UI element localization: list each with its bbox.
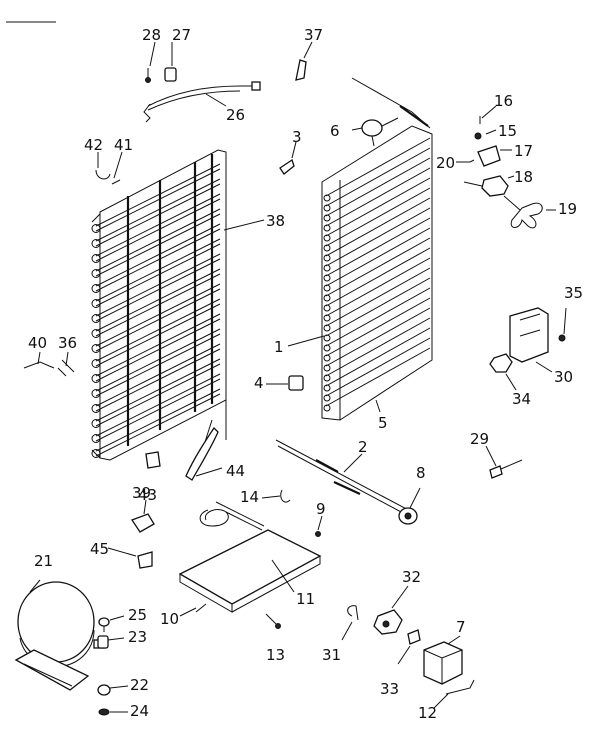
callout-label: 45 [90,540,109,558]
callout-label: 14 [240,488,259,506]
callout-label: 9 [316,500,326,518]
callout-label: 17 [514,142,533,160]
callout-label: 29 [470,430,489,448]
callout-label: 6 [330,122,340,140]
callout-label: 10 [160,610,179,628]
callout-label: 21 [34,552,53,570]
callout-label: 7 [456,618,466,636]
callout-label: 8 [416,464,426,482]
callout-label: 11 [296,590,315,608]
callout-label: 3 [292,128,302,146]
callout-label: 44 [226,462,245,480]
callout-label: 25 [128,606,147,624]
callout-label: 4 [254,374,264,392]
callout-label: 30 [554,368,573,386]
callout-label: 19 [558,200,577,218]
callout-label: 16 [494,92,513,110]
callout-label: 41 [114,136,133,154]
callout-label: 34 [512,390,531,408]
callout-label: 43 [138,486,157,504]
callout-label: 24 [130,702,149,720]
callout-label: 23 [128,628,147,646]
callout-label: 26 [226,106,245,124]
callout-label: 38 [266,212,285,230]
evaporator-drawing [321,77,433,421]
callout-label: 36 [58,334,77,352]
callout-label: 2 [358,438,368,456]
callout-label: 42 [84,136,103,154]
callout-label: 32 [402,568,421,586]
callout-label: 12 [418,704,437,722]
callout-label: 33 [380,680,399,698]
callout-label: 1 [274,338,284,356]
condenser-coil-drawing [91,149,227,461]
callout-label: 18 [514,168,533,186]
callout-label: 37 [304,26,323,44]
callout-label: 13 [266,646,285,664]
callout-label: 31 [322,646,341,664]
callout-label: 27 [172,26,191,44]
callout-label: 40 [28,334,47,352]
callout-label: 28 [142,26,161,44]
callout-label: 22 [130,676,149,694]
callout-label: 5 [378,414,388,432]
callout-label: 35 [564,284,583,302]
callout-label: 20 [436,154,455,172]
callout-label: 15 [498,122,517,140]
misc-part-drawings [14,41,567,716]
callout-label: 39 [132,484,151,502]
callout-labels: 28 27 37 26 16 15 6 3 42 41 20 17 18 19 … [28,26,583,722]
